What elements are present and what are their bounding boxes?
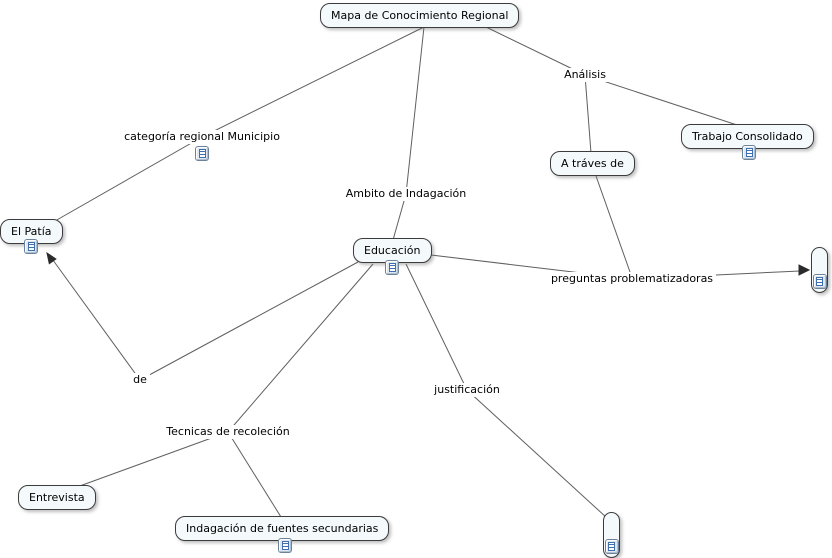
linking-phrase-justificacion[interactable]: justificación	[431, 383, 503, 397]
document-icon[interactable]	[604, 539, 619, 554]
linking-phrase-preguntas-problematizadoras[interactable]: preguntas problematizadoras	[547, 272, 717, 286]
document-icon[interactable]	[24, 239, 38, 254]
linking-phrase-ambito-indagacion[interactable]: Ambito de Indagación	[342, 187, 470, 201]
linking-phrase-tecnicas-recoleccion[interactable]: Tecnicas de recoleción	[163, 425, 293, 439]
node-a-traves-de[interactable]: A tráves de	[550, 151, 635, 176]
arrowhead-el-patia	[46, 251, 57, 265]
linking-phrase-de[interactable]: de	[130, 373, 150, 387]
resource-node-right[interactable]	[811, 247, 828, 293]
arrowhead-right	[798, 264, 811, 276]
node-educacion[interactable]: Educación	[353, 238, 432, 263]
node-mapa-conocimiento-regional[interactable]: Mapa de Conocimiento Regional	[320, 3, 520, 28]
document-icon[interactable]	[812, 274, 827, 289]
linking-phrase-analisis[interactable]: Análisis	[561, 68, 609, 82]
node-entrevista[interactable]: Entrevista	[18, 485, 96, 510]
document-icon[interactable]	[195, 146, 209, 161]
linking-phrase-categoria-regional[interactable]: categoría regional Municipio	[121, 130, 283, 144]
node-indagacion-fuentes-secundarias[interactable]: Indagación de fuentes secundarias	[175, 516, 390, 541]
document-icon[interactable]	[278, 538, 292, 553]
resource-node-bottom[interactable]	[603, 512, 620, 558]
document-icon[interactable]	[742, 145, 756, 160]
document-icon[interactable]	[385, 260, 399, 275]
